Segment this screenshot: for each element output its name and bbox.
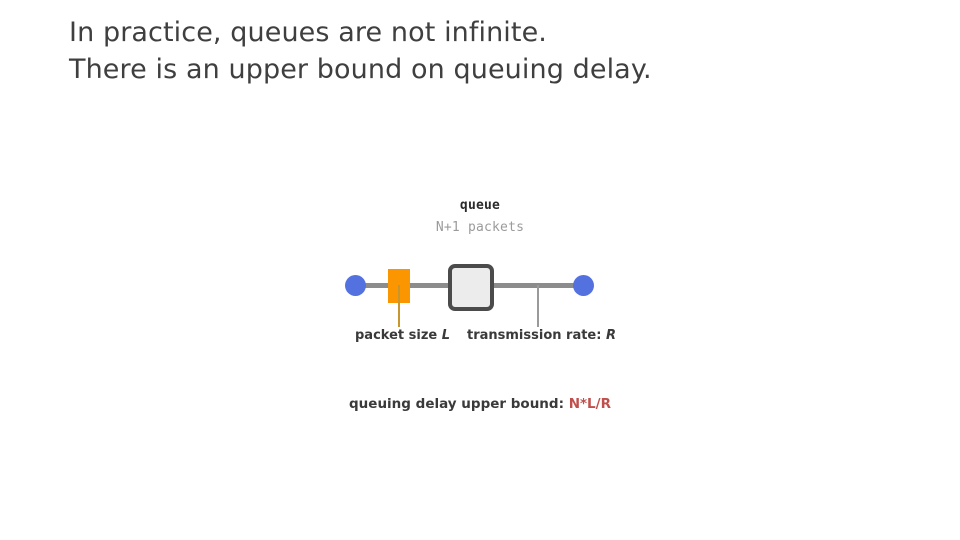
packet-size-text: packet size — [355, 328, 442, 343]
title-line-2: There is an upper bound on queuing delay… — [69, 54, 652, 85]
queuing-delay-bound-prefix: queuing delay upper bound: — [349, 396, 569, 412]
receiver-node-icon — [573, 275, 594, 296]
packet-size-symbol: L — [441, 328, 451, 343]
transmission-rate-leader-line — [537, 285, 539, 327]
packet-size-annotation: packet size L — [355, 328, 450, 343]
link-wire-middle — [410, 283, 450, 288]
slide-title: In practice, queues are not infinite. Th… — [69, 14, 899, 88]
sender-node-icon — [345, 275, 366, 296]
queuing-delay-bound-value: N*L/R — [568, 396, 611, 412]
transmission-rate-symbol: R — [605, 328, 616, 343]
packets-count-label: N+1 packets — [435, 220, 525, 235]
transmission-rate-text: transmission rate: — [467, 328, 606, 343]
queuing-delay-bound: queuing delay upper bound: N*L/R — [330, 396, 630, 412]
link-wire-left — [354, 283, 416, 288]
queue-diagram: queue N+1 packets packet size L transmis… — [330, 185, 630, 420]
link-wire-right — [493, 283, 588, 288]
title-line-1: In practice, queues are not infinite. — [69, 17, 547, 48]
queue-label: queue — [459, 198, 501, 213]
packet-size-leader-line — [398, 285, 400, 327]
queue-box-icon — [448, 264, 494, 311]
transmission-rate-annotation: transmission rate: R — [467, 328, 616, 343]
